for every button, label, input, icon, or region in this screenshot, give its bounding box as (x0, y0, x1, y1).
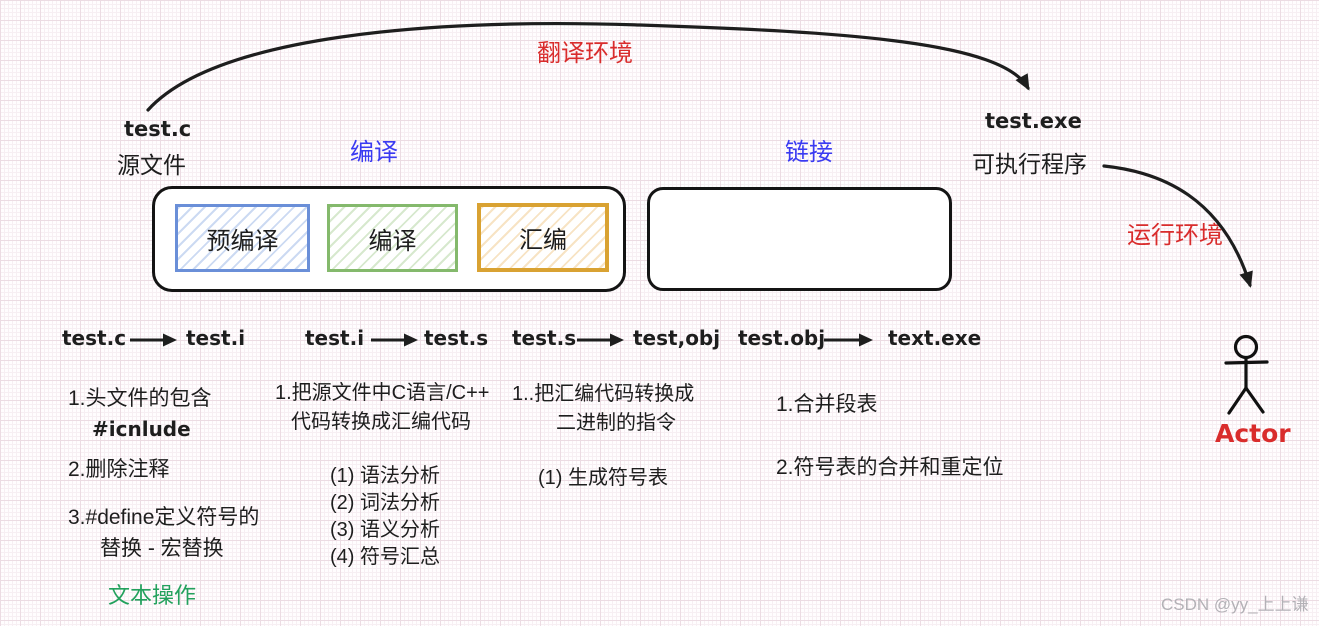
arrow-right-icon (130, 332, 178, 348)
link-label: 链接 (785, 139, 833, 166)
precompile-note-line: 替换 - 宏替换 (100, 537, 224, 560)
flow-3-from: test.s (512, 326, 577, 350)
link-note-line: 2.符号表的合并和重定位 (776, 456, 1004, 479)
arrow-right-icon (824, 332, 874, 348)
stage-compile-box: 编译 (327, 204, 458, 272)
compile-sub-item: (4) 符号汇总 (330, 546, 440, 568)
compile-label: 编译 (350, 139, 398, 166)
stage-assemble-label: 汇编 (519, 227, 567, 254)
text-operation-label: 文本操作 (108, 583, 197, 608)
flow-4-from: test.obj (738, 326, 826, 350)
precompile-note-line: 3.#define定义符号的 (68, 506, 260, 529)
arrow-right-icon (577, 332, 625, 348)
exe-file-caption: 可执行程序 (972, 151, 1087, 177)
run-env-label: 运行环境 (1127, 222, 1223, 249)
assemble-sub-item: (1) 生成符号表 (538, 467, 668, 489)
actor-figure-icon (1224, 334, 1269, 415)
compile-note-line: 代码转换成汇编代码 (291, 411, 471, 433)
stage-precompile-box: 预编译 (175, 204, 310, 272)
stage-assemble-box: 汇编 (477, 203, 609, 272)
flow-3-to: test,obj (633, 326, 721, 350)
translation-env-label: 翻译环境 (537, 40, 633, 67)
actor-label: Actor (1215, 419, 1291, 448)
assemble-note-line: 1..把汇编代码转换成 (512, 383, 695, 405)
compile-sub-item: (3) 语义分析 (330, 519, 440, 541)
precompile-note-line: 1.头文件的包含 (68, 387, 212, 410)
precompile-note-line: 2.删除注释 (68, 458, 170, 481)
link-stage-box (647, 187, 952, 291)
exe-file-name: test.exe (985, 109, 1082, 133)
compile-sub-item: (1) 语法分析 (330, 465, 440, 487)
flow-4-to: text.exe (888, 326, 982, 350)
flow-1-from: test.c (62, 326, 127, 350)
flow-1-to: test.i (186, 326, 246, 350)
stage-precompile-label: 预编译 (206, 227, 279, 255)
compile-sub-item: (2) 词法分析 (330, 492, 440, 514)
arrow-right-icon (371, 332, 419, 348)
compile-note-line: 1.把源文件中C语言/C++ (275, 382, 490, 404)
watermark: CSDN @yy_上上谦 (1161, 595, 1309, 614)
precompile-note-line: #icnlude (92, 417, 191, 441)
flow-2-from: test.i (305, 326, 365, 350)
source-file-caption: 源文件 (117, 152, 186, 178)
stage-compile-label: 编译 (368, 227, 417, 255)
link-note-line: 1.合并段表 (776, 393, 878, 416)
flow-2-to: test.s (424, 326, 489, 350)
assemble-note-line: 二进制的指令 (556, 412, 676, 434)
source-file-name: test.c (124, 117, 192, 141)
